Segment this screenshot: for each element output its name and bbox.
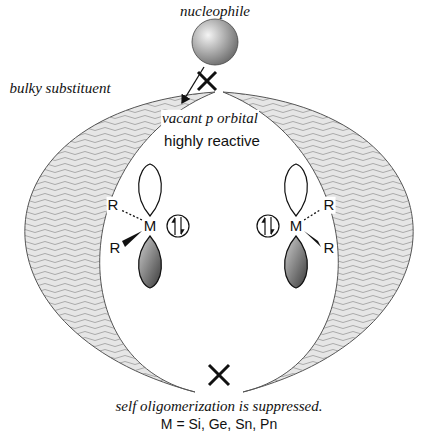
nucleophile-sphere [192, 19, 238, 65]
substituent-label: R [323, 240, 336, 257]
substituent-label: R [109, 240, 122, 257]
annotation: bulky substituent [8, 80, 111, 97]
annotation: vacant p orbital [161, 110, 259, 127]
annotation: nucleophile [180, 3, 250, 20]
attack-arrow [182, 67, 204, 103]
annotation: highly reactive [163, 133, 261, 150]
atom-label: M [143, 218, 158, 235]
right-metal-center [257, 164, 321, 288]
bulky-substituent-crescent [25, 92, 413, 392]
left-metal-center [121, 164, 189, 288]
substituent-label: R [323, 197, 336, 214]
element-list: M = Si, Ge, Sn, Pn [161, 417, 277, 432]
atom-label: M [289, 218, 304, 235]
substituent-label: R [107, 197, 120, 214]
caption-note: self oligomerization is suppressed. [115, 398, 324, 415]
